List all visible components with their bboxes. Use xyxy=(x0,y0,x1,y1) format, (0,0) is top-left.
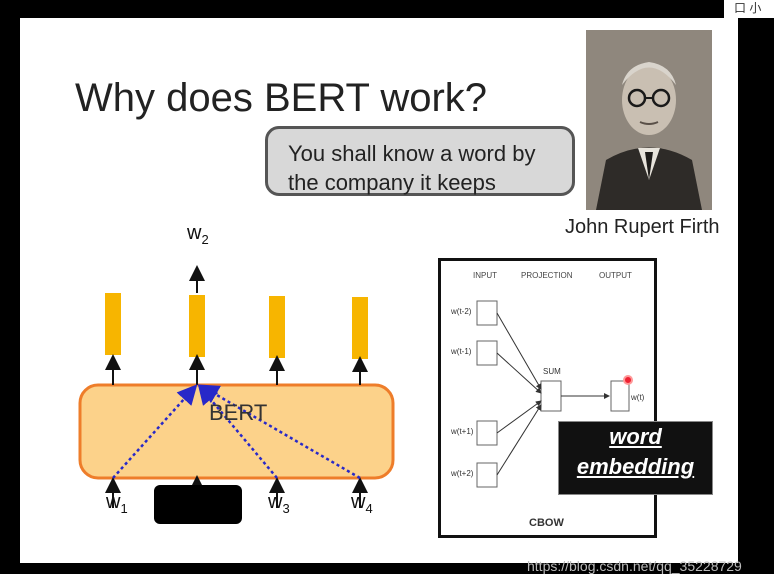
cbow-sum-label: SUM xyxy=(543,367,561,376)
topbar-controls[interactable]: 口 小 xyxy=(724,0,774,18)
cbow-header-projection: PROJECTION xyxy=(521,271,573,280)
cbow-input-4: w(t+2) xyxy=(451,469,474,478)
word-embedding-line-1: word xyxy=(609,424,662,449)
quote-line-1: You shall know a word by xyxy=(288,141,536,166)
watermark: https://blog.csdn.net/qq_35228729 xyxy=(527,558,742,574)
top-bar: 口 小 xyxy=(0,0,774,18)
bert-diagram xyxy=(78,265,395,508)
quote-bubble: You shall know a word by the company it … xyxy=(265,126,575,196)
cbow-input-1: w(t-2) xyxy=(451,307,472,316)
bert-label: BERT xyxy=(209,400,268,425)
cbow-header-output: OUTPUT xyxy=(599,271,632,280)
cbow-header-input: INPUT xyxy=(473,271,497,280)
attention-line-4 xyxy=(198,384,361,480)
output-word-label: w2 xyxy=(187,222,209,247)
slide-title: Why does BERT work? xyxy=(75,76,488,120)
cbow-network xyxy=(476,300,633,488)
person-name: John Rupert Firth xyxy=(565,216,720,238)
attention-line-1 xyxy=(112,384,198,479)
cbow-diagram: INPUT PROJECTION OUTPUT w(t-2) w(t-1) w(… xyxy=(438,258,657,538)
masked-word-box xyxy=(154,485,242,524)
quote-text: You shall know a word by the company it … xyxy=(288,139,578,197)
cbow-title: CBOW xyxy=(529,517,564,529)
quote-line-2: the company it keeps xyxy=(288,170,496,195)
output-bar-4 xyxy=(352,297,368,359)
word-embedding-line-2: embedding xyxy=(576,454,695,479)
input-word-1-label: w1 xyxy=(106,491,128,516)
output-bar-1 xyxy=(105,293,121,355)
output-bar-3 xyxy=(269,296,285,358)
input-word-3-label: w3 xyxy=(268,491,290,516)
output-bar-2 xyxy=(189,295,205,357)
portrait-illustration xyxy=(586,30,712,210)
word-embedding-box: word embedding xyxy=(558,421,713,495)
cbow-output-label: w(t) xyxy=(631,393,645,402)
cbow-input-2: w(t-1) xyxy=(451,347,472,356)
cbow-input-3: w(t+1) xyxy=(451,427,474,436)
input-word-4-label: w4 xyxy=(351,491,373,516)
slide: Why does BERT work? You shall know a wor… xyxy=(20,18,742,574)
portrait-photo xyxy=(586,30,712,210)
